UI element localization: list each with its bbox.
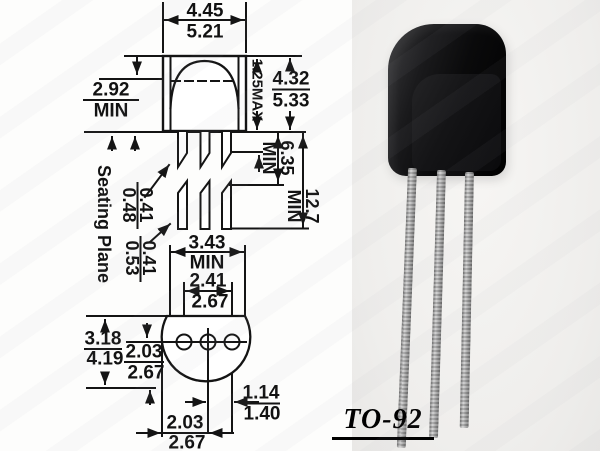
lead-thickness-upper-min-label: 0.41 <box>136 187 156 222</box>
upper-lead-outlines <box>177 130 232 171</box>
seating-plane-line <box>84 131 306 151</box>
lead-thickness-lower-min-label: 0.41 <box>139 240 159 275</box>
crown-height-value-label: 2.92 <box>93 80 130 101</box>
front-view-body-outline <box>124 54 302 133</box>
lead-thickness-upper-max-label: 0.48 <box>119 187 139 222</box>
body-height-dimension <box>272 58 310 130</box>
lead-row-offset-dimension <box>124 323 164 405</box>
lead-row-offset-min-label: 2.03 <box>126 342 163 363</box>
transistor-body-front-face <box>412 74 501 171</box>
lead-width-dimension <box>185 397 280 407</box>
bottom-view-lead-holes <box>126 328 247 437</box>
lead-pitch-bottom-min-label: 2.03 <box>167 413 204 434</box>
package-name-label: TO-92 <box>332 404 434 440</box>
body-height-max-label: 5.33 <box>273 91 310 112</box>
lead-width-max-label: 1.40 <box>244 404 281 425</box>
lead-thickness-upper-callout <box>136 163 171 229</box>
lead-width-min-label: 1.14 <box>243 383 280 404</box>
lead-exposed-value-label: 6.35 <box>277 140 297 175</box>
lead-length-qualifier-label: MIN <box>284 190 304 223</box>
body-depth-dimension <box>84 315 168 389</box>
outer-lead-span-max-label: 2.67 <box>192 292 229 313</box>
lower-lead-outlines <box>177 178 232 230</box>
transistor-leg-right <box>459 171 474 429</box>
top-width-min-label: 4.45 <box>187 1 224 22</box>
crown-height-qualifier-label: MIN <box>94 101 129 122</box>
body-dome-arc <box>169 59 240 110</box>
body-height-min-label: 4.32 <box>273 69 310 90</box>
front-view-top-width-dimension <box>162 2 247 53</box>
transistor-photo <box>352 0 600 451</box>
body-depth-min-label: 3.18 <box>85 329 122 350</box>
to92-dimension-drawing: 4.45 5.21 2.92 MIN 1.25MAX 4.32 5.33 6.3… <box>83 1 322 451</box>
dome-max-label: 1.25MAX <box>249 59 266 122</box>
crown-height-dimension <box>83 57 164 101</box>
lead-thickness-lower-callout <box>139 222 172 282</box>
top-width-max-label: 5.21 <box>187 22 224 43</box>
lead-thickness-lower-max-label: 0.53 <box>122 240 142 275</box>
lead-row-offset-max-label: 2.67 <box>128 363 165 384</box>
outer-lead-span-min-label: 2.41 <box>190 271 227 292</box>
seating-plane-label: Seating Plane <box>94 165 114 283</box>
transistor-leg-middle <box>429 169 446 439</box>
lead-reference-lines <box>229 151 309 230</box>
lead-pitch-bottom-max-label: 2.67 <box>169 433 206 451</box>
lead-exposed-qualifier-label: MIN <box>259 142 279 175</box>
transistor-body <box>388 24 506 176</box>
body-depth-max-label: 4.19 <box>87 349 124 370</box>
bottom-flat-width-dimension <box>169 245 246 316</box>
flat-width-qualifier-label: MIN <box>190 253 225 274</box>
flat-width-value-label: 3.43 <box>189 233 226 254</box>
lead-length-value-label: 12.7 <box>302 188 322 223</box>
